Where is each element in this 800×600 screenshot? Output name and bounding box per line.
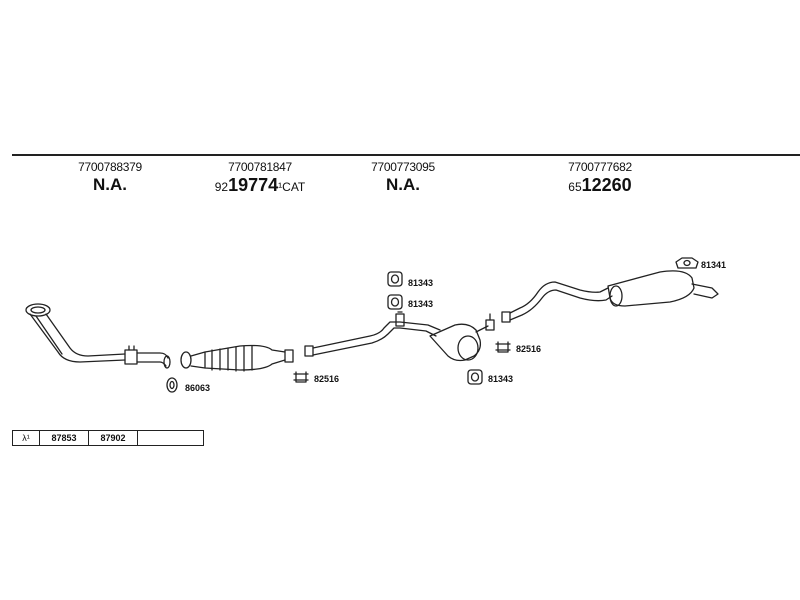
part-code-4-prefix: 65 <box>568 180 582 194</box>
header-part-4: 7700777682 6512260 <box>555 160 645 196</box>
clamp-mid <box>495 341 511 353</box>
part-code-2-suffix: ¹CAT <box>278 180 306 194</box>
rear-pipe <box>501 281 613 323</box>
label-rubber-mount-1: 81343 <box>408 278 433 288</box>
lambda-symbol: λ¹ <box>13 431 40 445</box>
part-code-1: N.A. <box>93 175 127 194</box>
label-rubber-mount-3: 81343 <box>488 374 513 384</box>
front-downpipe <box>25 303 171 369</box>
header-part-2: 7700781847 9219774¹CAT <box>205 160 315 196</box>
part-code-4-main: 12260 <box>581 175 632 195</box>
label-rubber-mount-2: 81343 <box>408 299 433 309</box>
label-clamp-cat: 82516 <box>314 374 339 384</box>
part-number-2: 7700781847 <box>228 160 292 174</box>
label-gasket-front: 86063 <box>185 383 210 393</box>
part-code-4: 6512260 <box>555 175 645 196</box>
part-code-2-main: 19774 <box>228 175 279 195</box>
label-rear-mount: 81341 <box>701 260 726 270</box>
gasket-front <box>166 377 178 393</box>
rubber-mount-1 <box>387 271 403 287</box>
part-code-2: 9219774¹CAT <box>205 175 315 196</box>
rubber-mount-2 <box>387 294 403 310</box>
lambda-value-2: 87902 <box>89 431 138 445</box>
part-number-3: 7700773095 <box>371 160 435 174</box>
rear-silencer <box>607 270 719 307</box>
part-code-3: N.A. <box>386 175 420 194</box>
rubber-mount-3 <box>467 369 483 385</box>
intermediate-pipe <box>304 311 441 357</box>
part-number-4: 7700777682 <box>568 160 632 174</box>
header-part-1: 7700788379 N.A. <box>70 160 150 195</box>
header-divider <box>12 154 800 156</box>
catalytic-converter <box>180 344 294 372</box>
rear-mount <box>675 257 699 269</box>
middle-silencer <box>429 313 495 362</box>
lambda-value-1: 87853 <box>40 431 89 445</box>
clamp-cat <box>293 371 309 383</box>
header-part-3: 7700773095 N.A. <box>360 160 446 195</box>
part-code-2-prefix: 92 <box>214 180 229 194</box>
lambda-sensor-table: λ¹ 87853 87902 <box>12 430 204 446</box>
label-clamp-mid: 82516 <box>516 344 541 354</box>
part-number-1: 7700788379 <box>78 160 142 174</box>
lambda-value-3 <box>138 431 203 445</box>
